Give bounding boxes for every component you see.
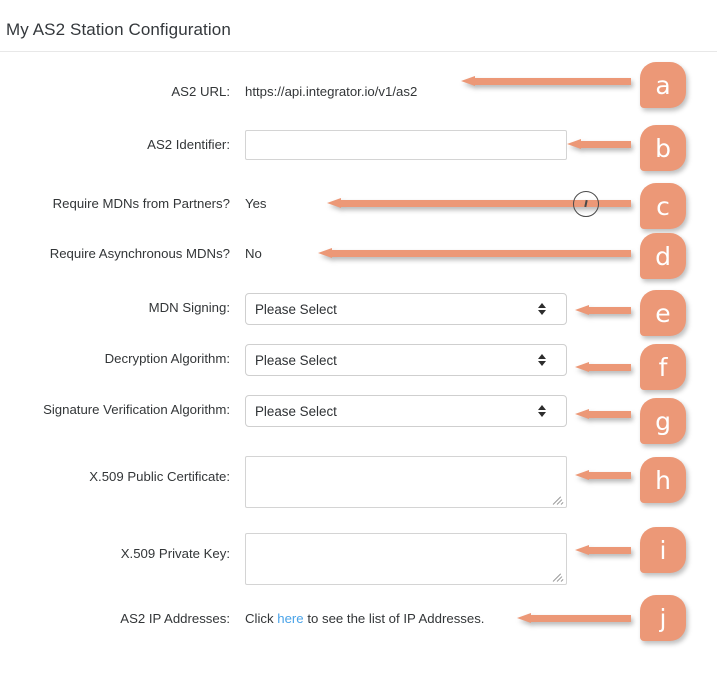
x509-private-key-textarea[interactable]: [245, 533, 567, 585]
label-decryption-algorithm: Decryption Algorithm:: [104, 351, 230, 366]
annotation-arrow-a: [461, 76, 631, 87]
annotation-arrow-b: [567, 139, 631, 150]
signature-verification-algorithm-select-value: Please Select: [255, 403, 337, 419]
annotation-arrow-i: [575, 545, 631, 556]
annotation-arrow-j: [517, 613, 631, 624]
annotation-arrow-d: [318, 248, 631, 259]
decryption-algorithm-select-value: Please Select: [255, 352, 337, 368]
annotation-arrow-g: [575, 409, 631, 420]
annotation-badge-b: b: [640, 125, 686, 171]
annotation-arrow-c: [327, 198, 631, 209]
annotation-badge-c: c: [640, 183, 686, 229]
resize-grip-icon[interactable]: [552, 570, 565, 583]
ip-addresses-here-link[interactable]: here: [277, 611, 304, 626]
value-require-asynchronous-mdns: No: [245, 246, 262, 261]
decryption-algorithm-select[interactable]: Please Select: [245, 344, 567, 376]
label-x509-public-certificate: X.509 Public Certificate:: [89, 469, 230, 484]
mouse-cursor-icon: [573, 191, 599, 217]
value-as2-ip-addresses: Click here to see the list of IP Address…: [245, 611, 484, 626]
annotation-badge-e: e: [640, 290, 686, 336]
resize-grip-icon[interactable]: [552, 493, 565, 506]
value-as2-url: https://api.integrator.io/v1/as2: [245, 84, 418, 99]
page-title: My AS2 Station Configuration: [6, 20, 231, 39]
header-divider: [0, 51, 717, 52]
annotation-badge-j: j: [640, 595, 686, 641]
x509-public-certificate-textarea[interactable]: [245, 456, 567, 508]
annotation-badge-i: i: [640, 527, 686, 573]
annotation-arrow-f: [575, 362, 631, 373]
annotation-badge-f: f: [640, 344, 686, 390]
label-require-asynchronous-mdns: Require Asynchronous MDNs?: [49, 246, 230, 261]
chevron-updown-icon: [537, 403, 546, 419]
value-require-mdns-from-partners: Yes: [245, 196, 267, 211]
ip-addresses-text-after: to see the list of IP Addresses.: [303, 611, 485, 626]
chevron-updown-icon: [537, 301, 546, 317]
annotation-badge-a: a: [640, 62, 686, 108]
mdn-signing-select[interactable]: Please Select: [245, 293, 567, 325]
annotation-badge-d: d: [640, 233, 686, 279]
label-require-mdns-from-partners: Require MDNs from Partners?: [52, 196, 230, 211]
as2-identifier-input[interactable]: [245, 130, 567, 160]
annotation-arrow-e: [575, 305, 631, 316]
ip-addresses-text-before: Click: [245, 611, 278, 626]
annotation-badge-h: h: [640, 457, 686, 503]
mdn-signing-select-value: Please Select: [255, 301, 337, 317]
label-signature-verification-algorithm: Signature Verification Algorithm:: [43, 402, 230, 417]
label-as2-url: AS2 URL:: [171, 84, 230, 99]
chevron-updown-icon: [537, 352, 546, 368]
annotation-arrow-h: [575, 470, 631, 481]
label-mdn-signing: MDN Signing:: [148, 300, 230, 315]
label-as2-ip-addresses: AS2 IP Addresses:: [120, 611, 230, 626]
label-x509-private-key: X.509 Private Key:: [120, 546, 230, 561]
annotation-badge-g: g: [640, 398, 686, 444]
signature-verification-algorithm-select[interactable]: Please Select: [245, 395, 567, 427]
label-as2-identifier: AS2 Identifier:: [147, 137, 230, 152]
